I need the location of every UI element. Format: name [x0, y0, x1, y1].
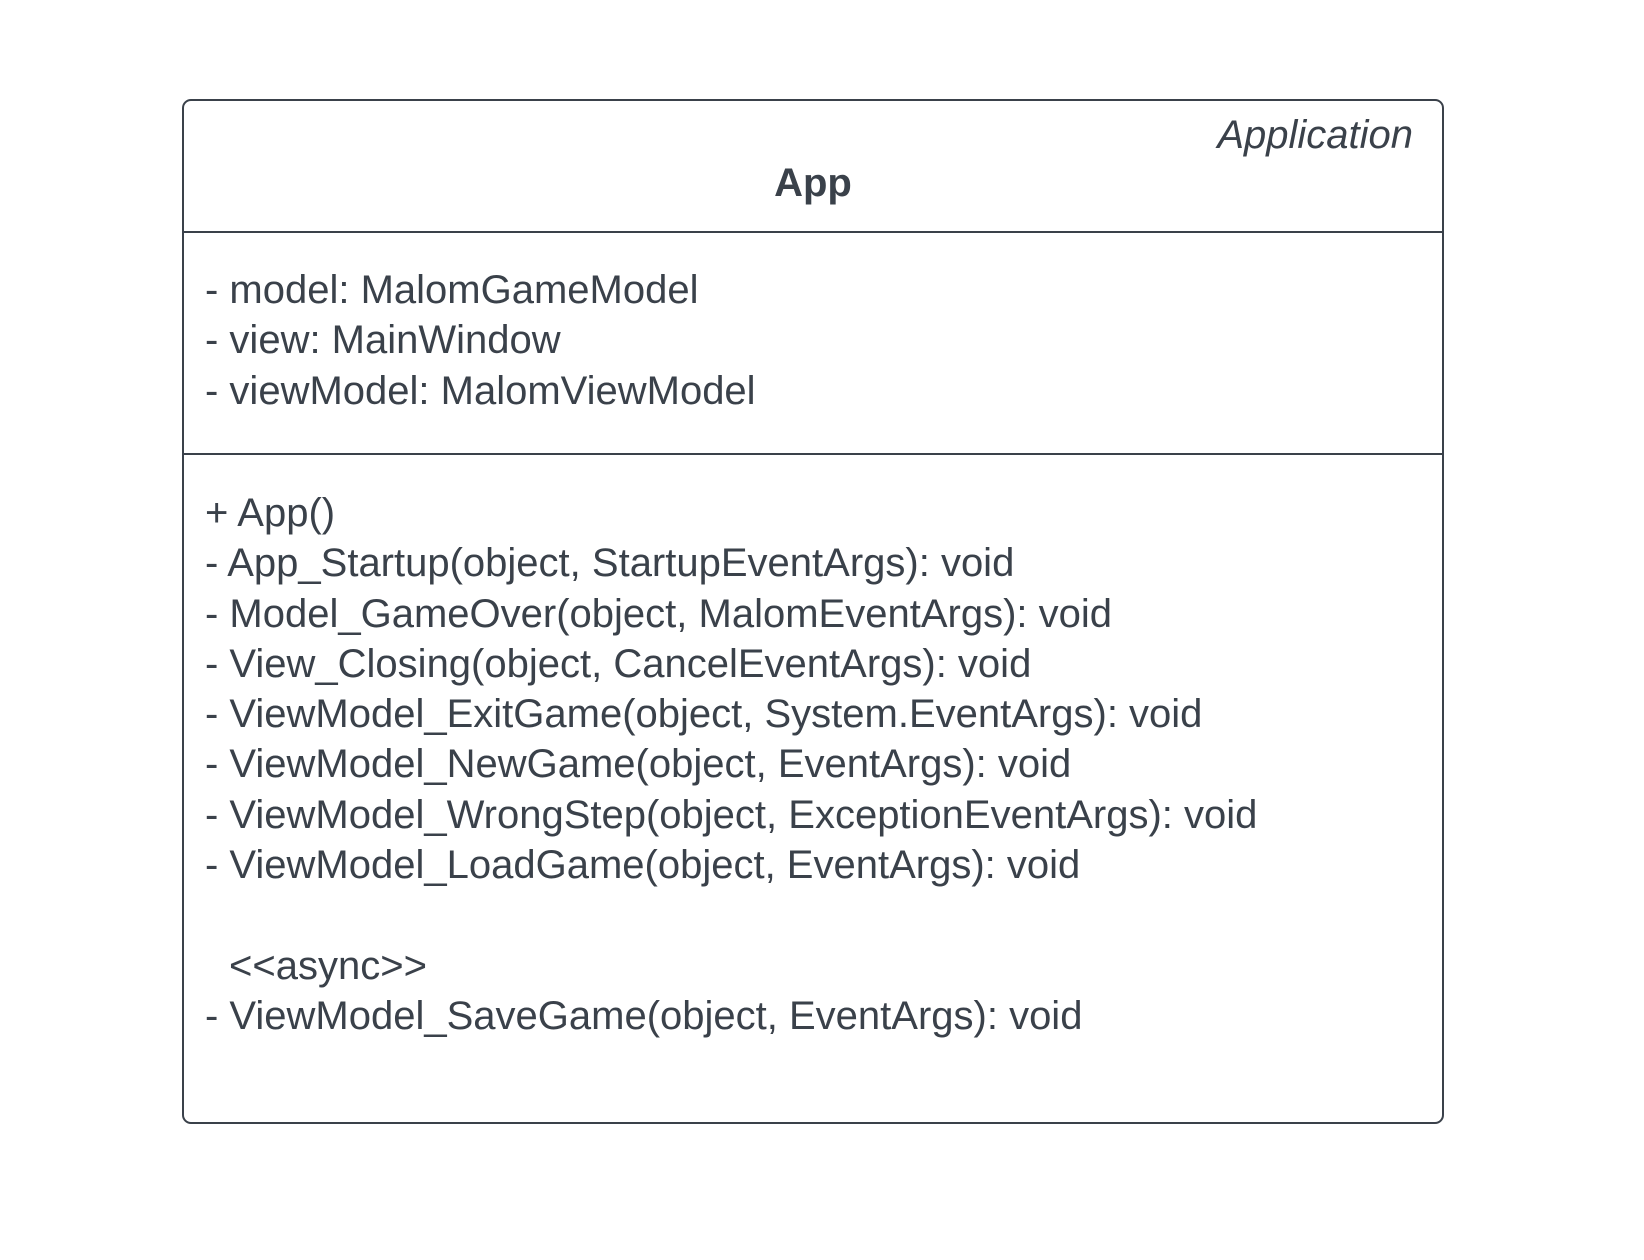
- operation-viewmodel-savegame: - ViewModel_SaveGame(object, EventArgs):…: [205, 993, 1083, 1038]
- spacer: [205, 890, 1442, 940]
- operation-model-gameover: - Model_GameOver(object, MalomEventArgs)…: [205, 591, 1112, 636]
- operation-app-startup: - App_Startup(object, StartupEventArgs):…: [205, 541, 1015, 586]
- operation-constructor: + App(): [205, 491, 336, 535]
- uml-class-box: Application App - model: MalomGameModel …: [182, 99, 1444, 1124]
- async-stereotype: <<async>>: [229, 943, 427, 988]
- operation-view-closing: - View_Closing(object, CancelEventArgs):…: [205, 641, 1032, 686]
- operation-viewmodel-exitgame: - ViewModel_ExitGame(object, System.Even…: [205, 692, 1203, 737]
- class-name: App: [774, 161, 852, 205]
- class-stereotype: Application: [1217, 113, 1413, 157]
- attributes-compartment: - model: MalomGameModel - view: MainWind…: [184, 233, 1442, 455]
- attribute-view: - view: MainWindow: [205, 318, 561, 363]
- attribute-viewmodel: - viewModel: MalomViewModel: [205, 368, 756, 413]
- operations-compartment: + App() - App_Startup(object, StartupEve…: [184, 455, 1442, 1041]
- operation-viewmodel-newgame: - ViewModel_NewGame(object, EventArgs): …: [205, 742, 1072, 787]
- attribute-model: - model: MalomGameModel: [205, 268, 699, 312]
- operation-viewmodel-wrongstep: - ViewModel_WrongStep(object, ExceptionE…: [205, 792, 1258, 837]
- operation-viewmodel-loadgame: - ViewModel_LoadGame(object, EventArgs):…: [205, 843, 1081, 888]
- class-header: Application App: [184, 101, 1442, 233]
